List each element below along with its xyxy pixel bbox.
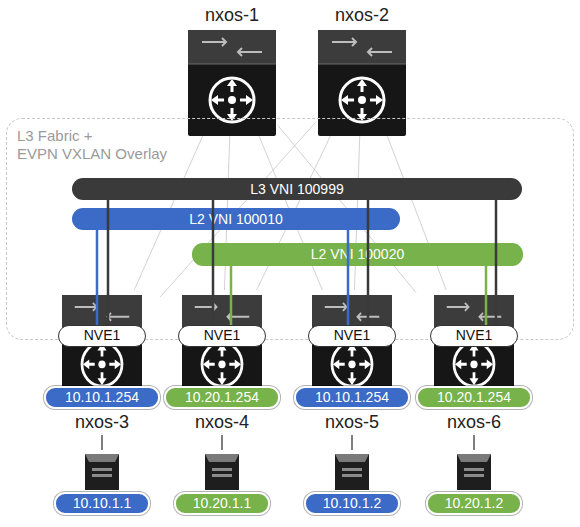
device-label: nxos-3: [44, 411, 160, 433]
host-server: 10.20.1.2: [424, 450, 524, 516]
nve-label: NVE1: [179, 326, 265, 345]
nve-interface: NVE1: [178, 325, 266, 347]
vni-label: L3 VNI 100999: [72, 178, 522, 200]
vni-label: L2 VNI 100010: [72, 208, 400, 230]
leaf-switch-icon: [62, 295, 142, 400]
device-label: nxos-2: [316, 4, 408, 26]
ip-label: 10.20.1.254: [418, 388, 530, 407]
host-server: 10.10.1.2: [302, 450, 402, 516]
host-ip-label: 10.10.1.2: [304, 492, 400, 515]
host-link: [351, 435, 353, 450]
fabric-label: L3 Fabric + EVPN VXLAN Overlay: [17, 127, 167, 162]
host-server: 10.10.1.1: [52, 450, 152, 516]
host-ip-label: 10.10.1.1: [54, 492, 150, 515]
device-label: nxos-1: [186, 4, 278, 26]
leaf-switch: nxos-4 NVE1 10.20.1.254: [164, 290, 280, 435]
label-wrap: L3 Fabric + EVPN VXLAN Overlay: [17, 127, 197, 163]
leaf-switch: nxos-5 NVE1 10.10.1.254: [294, 290, 410, 435]
host-ip-label: 10.20.1.1: [174, 492, 270, 515]
device-label: nxos-4: [164, 411, 280, 433]
nve-label: NVE1: [59, 326, 145, 345]
vni-link: [230, 266, 233, 325]
spine-switch-icon: [188, 30, 276, 136]
gateway-ip: 10.10.1.254: [44, 386, 160, 409]
nve-label: NVE1: [431, 326, 517, 345]
nve-interface: NVE1: [308, 325, 396, 347]
nve-interface: NVE1: [58, 325, 146, 347]
leaf-switch: nxos-6 NVE1 10.20.1.254: [416, 290, 532, 435]
vni-label: L2 VNI 100020: [192, 243, 523, 266]
server-icon: [85, 454, 119, 490]
gateway-ip: 10.20.1.254: [164, 386, 280, 409]
server-icon: [205, 454, 239, 490]
fabric-region: L3 Fabric + EVPN VXLAN Overlay L3 VNI 100…: [6, 118, 574, 340]
device-label: nxos-5: [294, 411, 410, 433]
server-icon: [335, 454, 369, 490]
vni-band: L2 VNI 100010: [72, 208, 400, 230]
server-icon: [457, 454, 491, 490]
host-link: [221, 435, 223, 450]
spine-switch-icon: [318, 30, 406, 136]
ip-label: 10.20.1.254: [166, 388, 278, 407]
host-server: 10.20.1.1: [172, 450, 272, 516]
leaf-switch-icon: [434, 295, 514, 400]
vni-link: [485, 266, 488, 325]
device-label: nxos-6: [416, 411, 532, 433]
spine-switch: nxos-2: [316, 4, 408, 136]
ip-label: 10.10.1.254: [46, 388, 158, 407]
leaf-switch-icon: [312, 295, 392, 400]
nve-interface: NVE1: [430, 325, 518, 347]
wrap-spacer: [127, 127, 197, 145]
spine-switch: nxos-1: [186, 4, 278, 136]
vni-band: L2 VNI 100020: [192, 243, 523, 266]
host-link: [101, 435, 103, 450]
ip-label: 10.10.1.254: [296, 388, 408, 407]
gateway-ip: 10.20.1.254: [416, 386, 532, 409]
nve-label: NVE1: [309, 326, 395, 345]
gateway-ip: 10.10.1.254: [294, 386, 410, 409]
vni-band: L3 VNI 100999: [72, 178, 522, 200]
host-link: [473, 435, 475, 450]
leaf-switch: nxos-3 NVE1 10.10.1.254: [44, 290, 160, 435]
leaf-switch-icon: [182, 295, 262, 400]
vni-link: [96, 230, 99, 325]
host-ip-label: 10.20.1.2: [426, 492, 522, 515]
